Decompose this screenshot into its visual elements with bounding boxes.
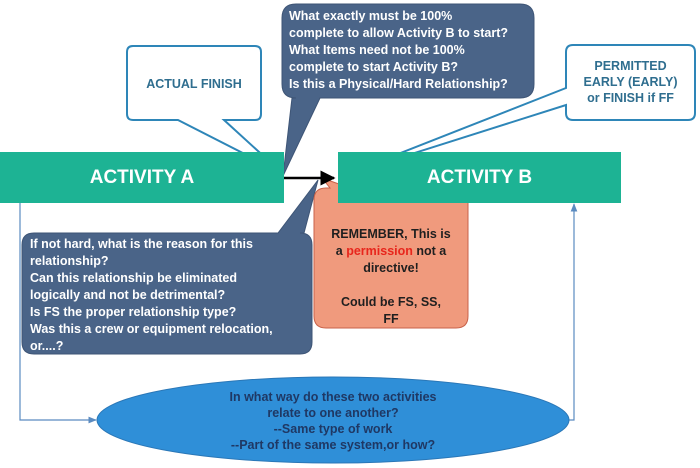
permitted-line-3: or FINISH if FF: [587, 91, 674, 105]
activity-b-label: ACTIVITY B: [426, 166, 533, 188]
top-question-callout-shape: [281, 3, 535, 177]
remember-line-2-suffix: not a: [412, 244, 447, 258]
top-question-line-3: What Items need not be 100%: [289, 43, 465, 57]
top-question-line-1: What exactly must be 100%: [289, 9, 453, 23]
top-question-line-4: complete to start Activity B?: [289, 60, 459, 74]
left-question-line-5: Is FS the proper relationship type?: [30, 305, 237, 319]
oval-line-3: --Same type of work: [273, 422, 393, 436]
oval-line-1: In what way do these two activities: [229, 390, 437, 404]
permitted-line-2: EARLY (EARLY): [583, 75, 678, 89]
top-question-line-2: complete to allow Activity B to start?: [289, 26, 509, 40]
permitted-callout: PERMITTED EARLY (EARLY) or FINISH if FF: [566, 58, 695, 106]
actual-finish-callout: ACTUAL FINISH: [127, 76, 261, 92]
relationship-oval: [96, 376, 570, 464]
connector-oval-to-b: [566, 203, 578, 421]
left-question-line-7: or....?: [30, 339, 64, 353]
activity-b-box: ACTIVITY B: [338, 152, 621, 203]
left-question-line-1: If not hard, what is the reason for this: [30, 237, 253, 251]
remember-line-2-prefix: a: [335, 244, 347, 258]
remember-line-3: directive!: [363, 261, 419, 275]
left-question-line-4: logically and not be detrimental?: [30, 288, 226, 302]
remember-line-5: FF: [383, 312, 399, 326]
left-question-callout-shape: [21, 179, 319, 355]
permission-highlight: permission: [346, 244, 413, 258]
permitted-line-1: PERMITTED: [594, 59, 667, 73]
remember-line-1: REMEMBER, This is: [331, 227, 451, 241]
permitted-callout-shape: [341, 44, 696, 177]
top-question-callout: What exactly must be 100% complete to al…: [289, 8, 531, 93]
activity-a-label: ACTIVITY A: [89, 166, 195, 188]
oval-line-2: relate to one another?: [267, 406, 399, 420]
actual-finish-label: ACTUAL FINISH: [146, 77, 242, 91]
connector-a-to-oval: [19, 196, 97, 424]
actual-finish-callout-shape: [126, 45, 283, 174]
top-question-line-5: Is this a Physical/Hard Relationship?: [289, 77, 508, 91]
activity-a-box: ACTIVITY A: [0, 152, 284, 203]
relationship-oval-text: In what way do these two activities rela…: [130, 389, 536, 453]
left-question-line-3: Can this relationship be eliminated: [30, 271, 237, 285]
left-question-line-6: Was this a crew or equipment relocation,: [30, 322, 273, 336]
oval-line-4: --Part of the same system,or how?: [230, 438, 436, 452]
remember-callout: REMEMBER, This is a permission not a dir…: [314, 226, 468, 328]
left-question-line-2: relationship?: [30, 254, 109, 268]
remember-line-4: Could be FS, SS,: [340, 295, 441, 309]
remember-spacer: [314, 277, 468, 294]
remember-line-2: a permission not a: [314, 243, 468, 260]
left-question-callout: If not hard, what is the reason for this…: [30, 236, 310, 355]
